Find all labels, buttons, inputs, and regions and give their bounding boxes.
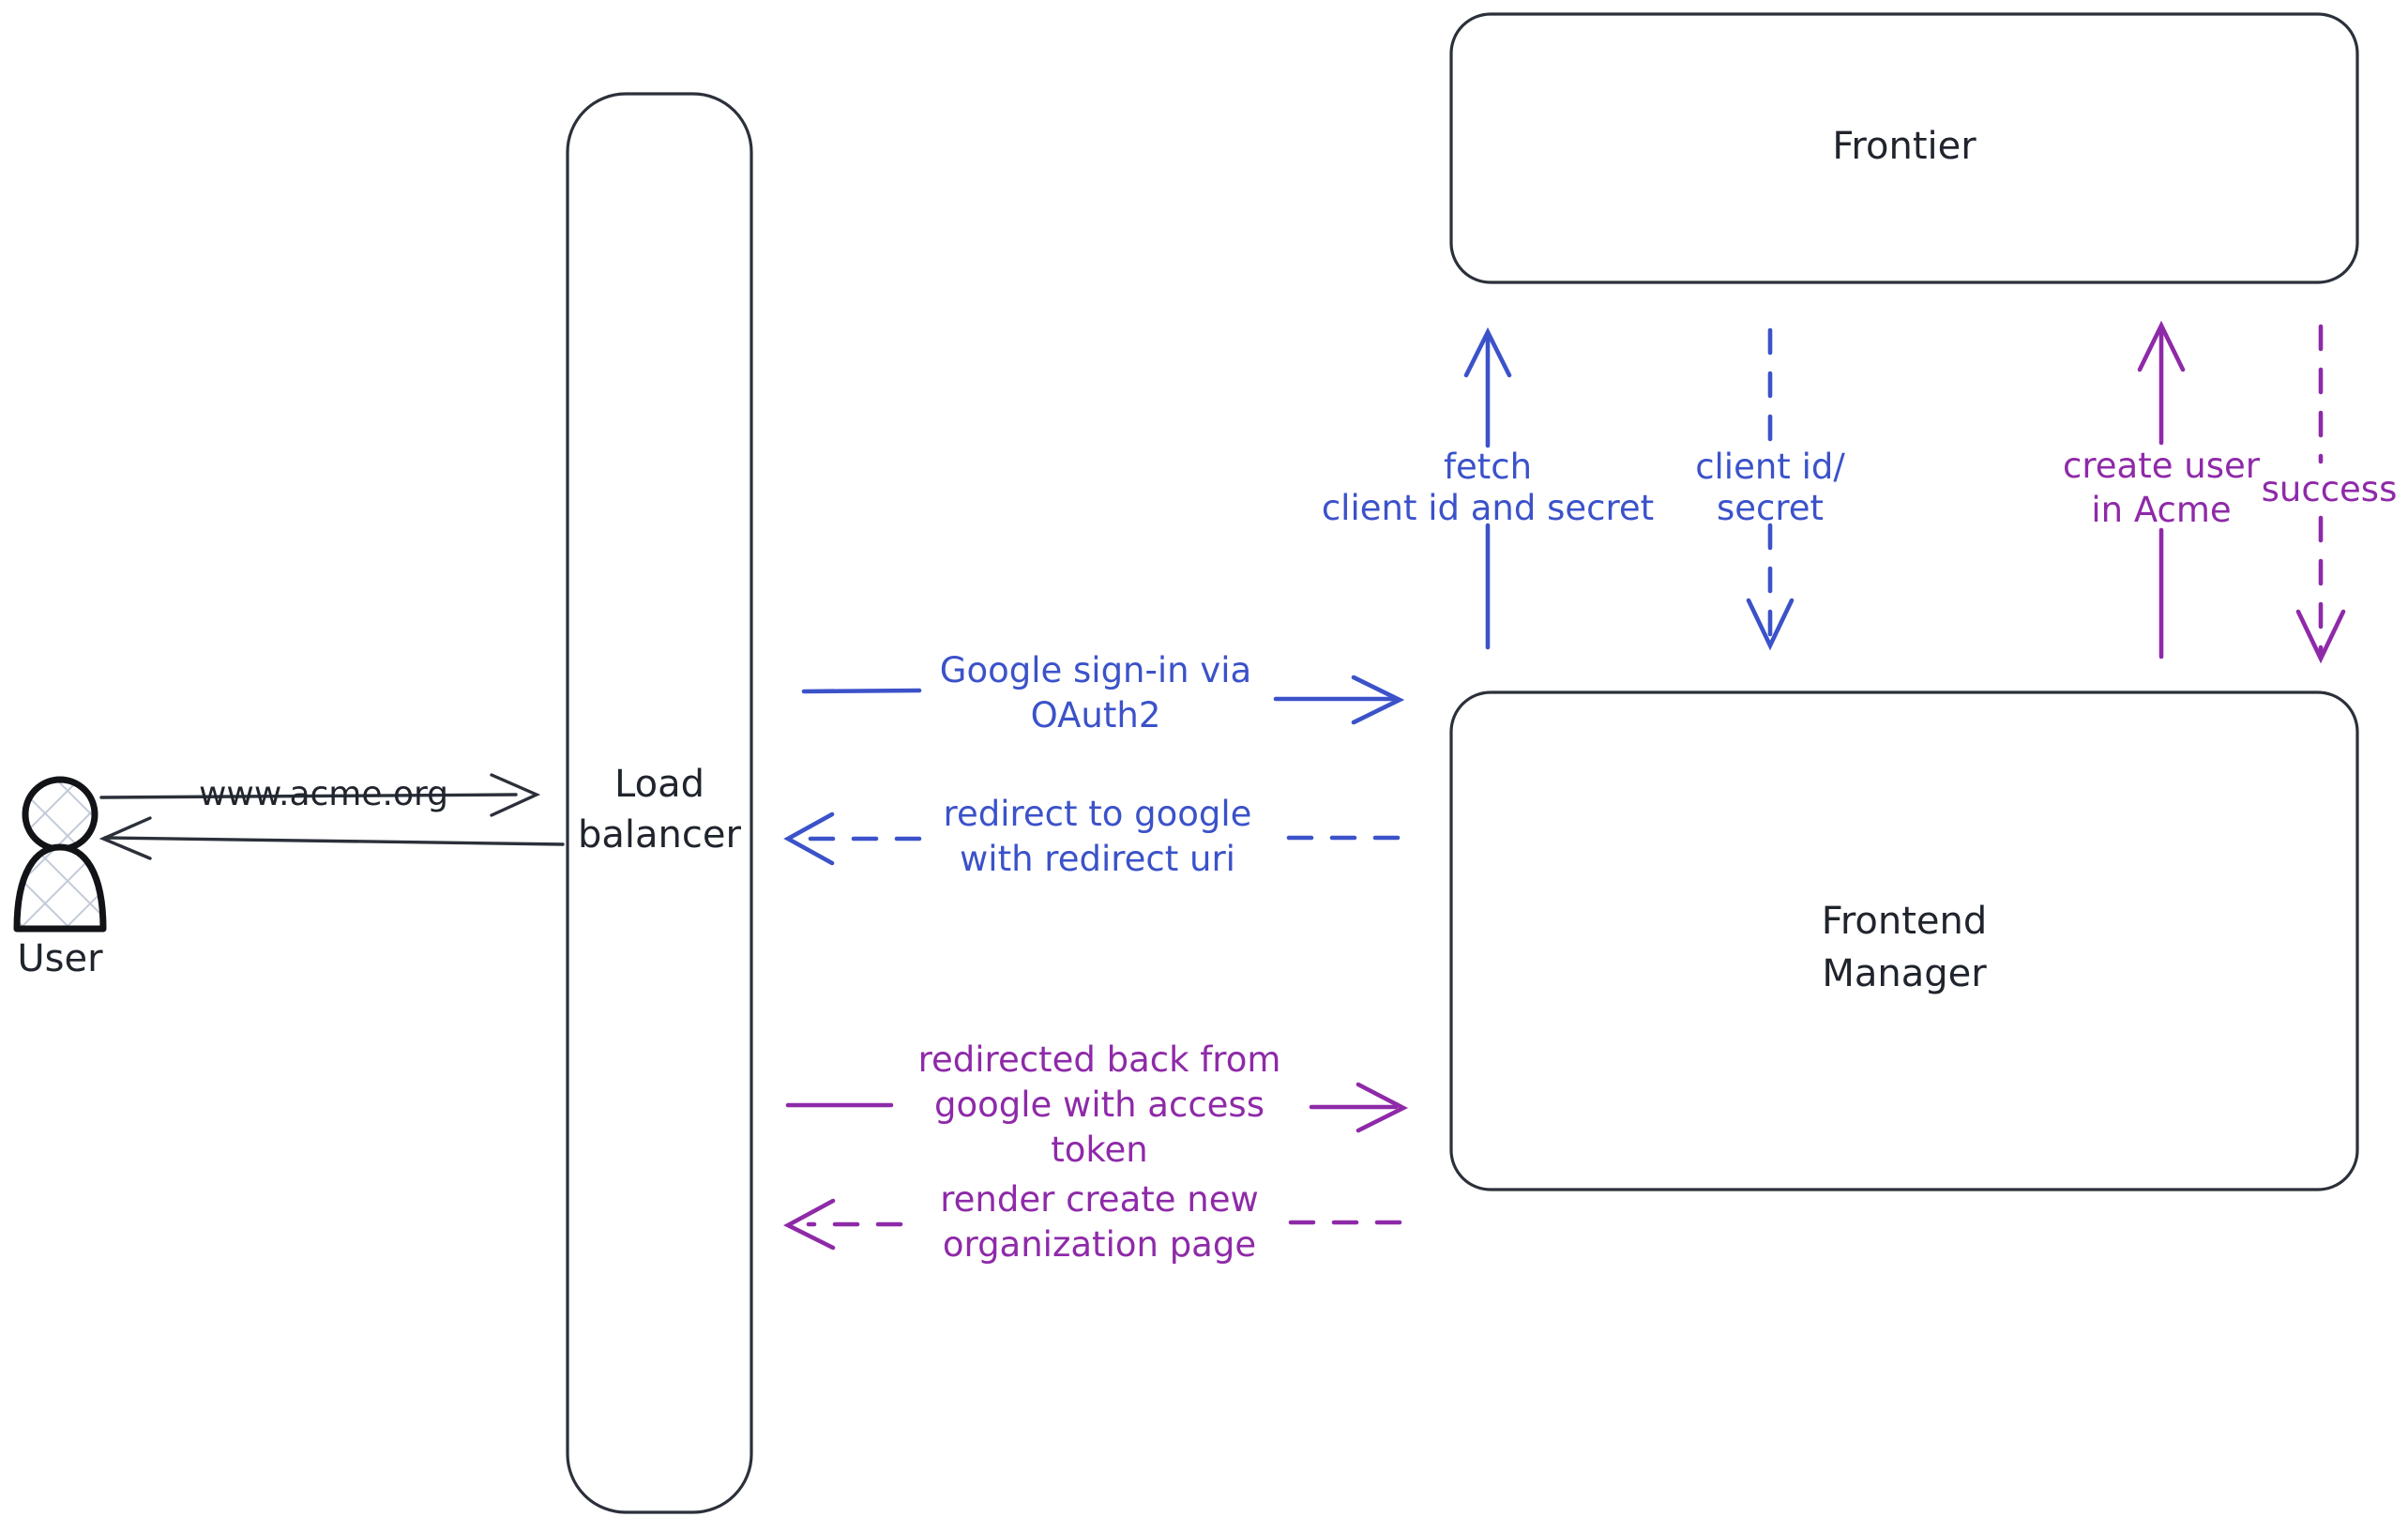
edge-fm-to-frontier-create-label-line2: in Acme bbox=[2091, 490, 2231, 530]
edge-fm-to-lb-redirect-label-line1: redirect to google bbox=[944, 794, 1252, 834]
edge-fm-to-lb-render-arrowhead bbox=[783, 1198, 836, 1251]
node-frontend-manager-box bbox=[1449, 690, 2359, 1191]
actor-user-label: User bbox=[17, 937, 103, 980]
edge-user-to-lb-line bbox=[99, 793, 518, 799]
edge-lb-to-fm-token-arrowhead bbox=[1355, 1082, 1409, 1133]
edge-frontier-to-fm-creds[interactable]: client id/ secret bbox=[1695, 327, 1845, 651]
edge-fm-to-frontier-create[interactable]: create user in Acme bbox=[2063, 320, 2261, 660]
edge-frontier-to-fm-success[interactable]: success bbox=[2262, 324, 2398, 664]
edge-lb-to-fm-signin-line-left bbox=[801, 688, 922, 694]
edge-fm-to-lb-render-label-line2: organization page bbox=[943, 1224, 1256, 1265]
node-frontend-manager-label-line2: Manager bbox=[1822, 952, 1987, 995]
user-head-icon bbox=[22, 776, 98, 853]
edge-fm-to-frontier-create-arrowhead bbox=[2137, 320, 2186, 372]
edge-user-to-lb[interactable]: www.acme.org bbox=[99, 773, 541, 817]
edge-lb-to-user-line bbox=[103, 836, 565, 846]
edge-lb-to-user[interactable] bbox=[98, 816, 565, 860]
edge-lb-to-fm-token-label-line3: token bbox=[1051, 1130, 1147, 1170]
edge-lb-to-fm-signin[interactable]: Google sign-in via OAuth2 bbox=[801, 650, 1405, 736]
edge-frontier-to-fm-creds-label-line1: client id/ bbox=[1695, 447, 1845, 487]
edge-user-to-lb-label: www.acme.org bbox=[199, 775, 448, 813]
edge-fm-to-frontier-fetch-arrowhead bbox=[1463, 326, 1512, 378]
edge-fm-to-frontier-fetch[interactable]: fetch client id and secret bbox=[1322, 326, 1654, 650]
node-load-balancer-label-line2: balancer bbox=[578, 813, 741, 857]
node-frontend-manager-label-line1: Frontend bbox=[1822, 900, 1988, 943]
node-load-balancer-label-line1: Load bbox=[614, 763, 704, 806]
edge-fm-to-frontier-fetch-label-line1: fetch bbox=[1444, 447, 1532, 487]
edge-frontier-to-fm-success-label: success bbox=[2262, 469, 2398, 509]
edge-lb-to-user-arrowhead bbox=[98, 816, 152, 860]
edge-user-to-lb-arrowhead bbox=[490, 773, 541, 817]
edge-fm-to-lb-redirect-arrowhead bbox=[783, 812, 835, 866]
edge-fm-to-lb-render[interactable]: render create new organization page bbox=[783, 1179, 1402, 1265]
edge-frontier-to-fm-creds-arrowhead bbox=[1746, 598, 1795, 651]
edge-frontier-to-fm-creds-label-line2: secret bbox=[1717, 488, 1824, 528]
edge-fm-to-frontier-create-label-line1: create user bbox=[2063, 446, 2261, 486]
user-body-icon bbox=[13, 843, 107, 933]
node-load-balancer[interactable]: Load balancer bbox=[566, 92, 753, 1514]
edge-lb-to-fm-signin-arrowhead bbox=[1351, 675, 1405, 725]
edge-lb-to-fm-token[interactable]: redirected back from google with access … bbox=[785, 1039, 1409, 1170]
edge-lb-to-fm-token-label-line2: google with access bbox=[934, 1085, 1265, 1125]
actor-user[interactable]: User bbox=[13, 776, 107, 980]
node-load-balancer-box bbox=[566, 92, 753, 1514]
edge-lb-to-fm-token-label-line1: redirected back from bbox=[918, 1039, 1281, 1080]
node-frontier-label: Frontier bbox=[1832, 125, 1976, 168]
edge-lb-to-fm-signin-label-line2: OAuth2 bbox=[1031, 695, 1161, 736]
edge-fm-to-lb-redirect-label-line2: with redirect uri bbox=[960, 839, 1235, 879]
edge-fm-to-lb-redirect[interactable]: redirect to google with redirect uri bbox=[783, 794, 1401, 879]
node-frontier-box bbox=[1449, 12, 2359, 284]
node-frontend-manager[interactable]: Frontend Manager bbox=[1449, 690, 2359, 1191]
edge-frontier-to-fm-success-arrowhead bbox=[2295, 609, 2346, 664]
edge-fm-to-lb-render-label-line1: render create new bbox=[940, 1179, 1259, 1220]
edge-fm-to-frontier-fetch-label-line2: client id and secret bbox=[1322, 488, 1654, 528]
node-frontier[interactable]: Frontier bbox=[1449, 12, 2359, 284]
edge-lb-to-fm-signin-label-line1: Google sign-in via bbox=[940, 650, 1251, 690]
